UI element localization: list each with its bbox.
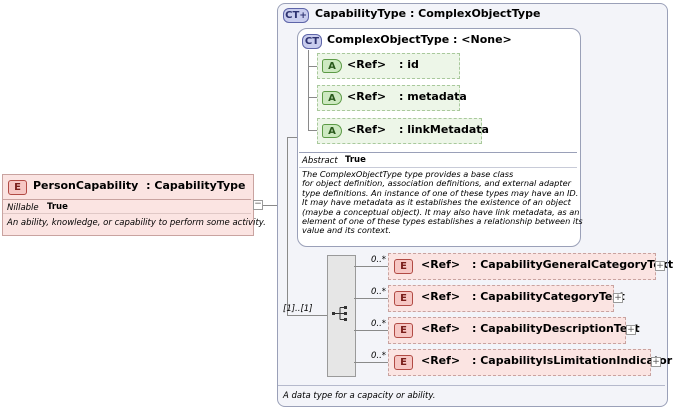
connector-line — [287, 315, 327, 316]
expand-toggle[interactable]: + — [651, 357, 661, 367]
attribute-ref: <Ref> — [347, 123, 387, 136]
connector-line — [287, 137, 297, 138]
cardinality: 0..* — [371, 319, 387, 329]
complex-type-icon: CT+ — [283, 8, 309, 23]
connector-line — [354, 266, 388, 267]
element-icon: E — [394, 259, 413, 274]
element-ref: <Ref> — [421, 354, 461, 367]
expand-toggle[interactable]: + — [626, 325, 636, 335]
abstract-value: True — [345, 155, 366, 165]
person-separator — [3, 199, 251, 200]
complex-object-description: The ComplexObjectType type provides a ba… — [302, 169, 583, 236]
abstract-label: Abstract — [302, 156, 338, 166]
complex-object-separator — [299, 167, 577, 168]
person-description: An ability, knowledge, or capability to … — [7, 218, 266, 228]
complex-object-separator — [299, 152, 577, 153]
element-icon: E — [394, 323, 413, 338]
sequence-multiplicity: [1]..[1] — [283, 304, 313, 314]
attribute-icon: A — [322, 59, 342, 73]
attribute-connector — [308, 50, 309, 130]
sequence-compositor[interactable] — [327, 255, 356, 377]
connector-line — [354, 330, 388, 331]
connector-line — [263, 205, 277, 206]
capability-type-separator — [278, 385, 665, 386]
element-name: : CapabilityIsLimitationIndicator — [472, 354, 673, 367]
attribute-connector — [308, 66, 317, 67]
element-ref: <Ref> — [421, 290, 461, 303]
description-line: element of one of these types establishe… — [302, 216, 583, 227]
cardinality: 0..* — [371, 351, 387, 361]
attribute-link-metadata[interactable] — [317, 118, 482, 144]
sequence-icon — [332, 306, 347, 321]
element-name: : CapabilityDescriptionText — [472, 322, 640, 335]
complex-object-type-title: ComplexObjectType : <None> — [327, 33, 512, 46]
element-name: : CapabilityCategoryText — [472, 290, 625, 303]
element-ref: <Ref> — [421, 322, 461, 335]
connector-line — [354, 362, 388, 363]
attribute-ref: <Ref> — [347, 90, 387, 103]
attribute-connector — [308, 130, 317, 131]
element-icon: E — [394, 355, 413, 370]
attribute-icon: A — [322, 91, 342, 105]
element-capability-category-text[interactable] — [388, 285, 614, 312]
element-ref: <Ref> — [421, 258, 461, 271]
capability-type-title: CapabilityType : ComplexObjectType — [315, 7, 541, 20]
description-line: value and its context. — [302, 225, 391, 236]
attribute-name: : linkMetadata — [399, 123, 489, 136]
description-line: (maybe a conceptual object). It may also… — [302, 206, 580, 217]
nillable-label: Nillable — [7, 203, 39, 213]
element-capability-general-category-text[interactable] — [388, 253, 656, 280]
nillable-value: True — [47, 202, 68, 212]
capability-type-description: A data type for a capacity or ability. — [283, 391, 436, 401]
element-name: PersonCapability — [33, 179, 139, 192]
person-capability-name: PersonCapability : CapabilityType — [33, 179, 245, 192]
expand-toggle[interactable]: + — [655, 261, 665, 271]
element-name: : CapabilityGeneralCategoryText — [472, 258, 673, 271]
description-line: The ComplexObjectType type provides a ba… — [302, 169, 514, 179]
connector-line — [354, 298, 388, 299]
expand-toggle[interactable]: + — [613, 293, 623, 303]
element-capability-is-limitation-indicator[interactable] — [388, 349, 651, 376]
collapse-toggle[interactable]: − — [253, 199, 263, 210]
element-type: : CapabilityType — [146, 179, 246, 192]
description-line: for object definition, association defin… — [302, 178, 571, 189]
attribute-connector — [308, 97, 317, 98]
person-separator — [3, 213, 251, 214]
person-capability-element[interactable] — [2, 174, 254, 236]
element-icon: E — [8, 180, 27, 195]
attribute-name: : id — [399, 58, 419, 71]
attribute-icon: A — [322, 124, 342, 138]
complex-type-icon: CT — [302, 34, 322, 49]
attribute-name: : metadata — [399, 90, 467, 103]
connector-line — [287, 137, 288, 315]
element-icon: E — [394, 291, 413, 306]
description-line: type definitions. An instance of one of … — [302, 187, 579, 198]
cardinality: 0..* — [371, 255, 387, 265]
cardinality: 0..* — [371, 287, 387, 297]
element-capability-description-text[interactable] — [388, 317, 626, 344]
attribute-ref: <Ref> — [347, 58, 387, 71]
description-line: It may have metadata as it establishes t… — [302, 197, 571, 208]
